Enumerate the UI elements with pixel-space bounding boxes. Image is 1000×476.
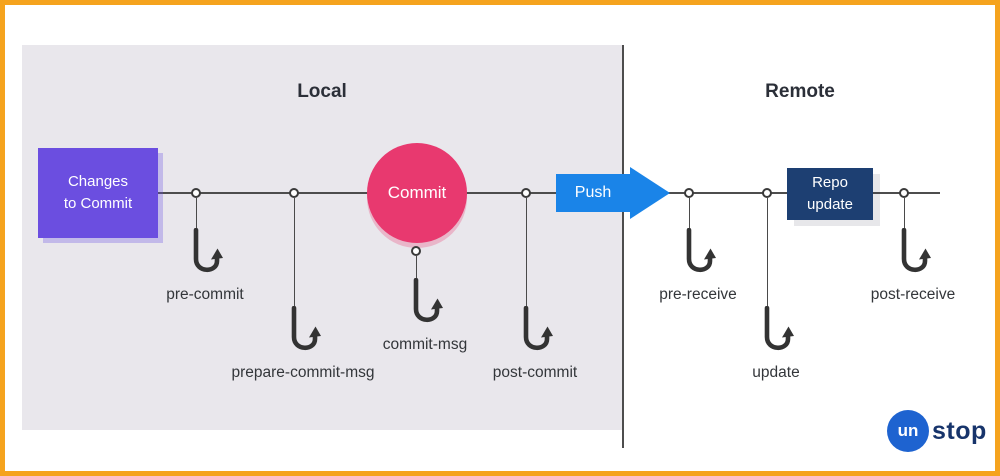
- fishhook-icon: [898, 228, 934, 278]
- fishhook-icon: [190, 228, 226, 278]
- push-label: Push: [556, 174, 630, 212]
- hook-attachment-dot: [521, 188, 531, 198]
- fishhook-icon: [683, 228, 719, 278]
- hook-line: [415, 256, 417, 280]
- hook-attachment-dot: [289, 188, 299, 198]
- fishhook-icon: [761, 306, 797, 356]
- local-title: Local: [297, 81, 347, 102]
- commit-label: Commit: [387, 183, 447, 202]
- hook-line: [766, 198, 768, 308]
- local-remote-divider: [622, 45, 624, 448]
- changes-to-commit-box: Changes to Commit: [38, 148, 158, 238]
- hook-label: update: [752, 364, 800, 381]
- unstop-logo-text: stop: [932, 416, 987, 445]
- hook-attachment-dot: [411, 246, 421, 256]
- hook-line: [293, 198, 295, 308]
- hook-label: post-receive: [870, 286, 956, 303]
- hook-attachment-dot: [762, 188, 772, 198]
- timeline-line: [157, 192, 940, 194]
- fishhook-icon: [288, 306, 324, 356]
- hook-line: [688, 198, 690, 230]
- remote-title: Remote: [765, 81, 835, 102]
- fishhook-icon: [520, 306, 556, 356]
- hook-line: [195, 198, 197, 230]
- unstop-logo-circle-icon: un: [887, 410, 929, 452]
- repo-update-label: Repo update: [807, 174, 853, 213]
- hook-label: pre-receive: [659, 286, 737, 303]
- hook-attachment-dot: [191, 188, 201, 198]
- fishhook-icon: [410, 278, 446, 328]
- unstop-logo-circle-text: un: [897, 421, 919, 440]
- hook-attachment-dot: [899, 188, 909, 198]
- hook-label: commit-msg: [382, 336, 468, 353]
- hook-line: [525, 198, 527, 308]
- changes-to-commit-label: Changes to Commit: [63, 172, 133, 213]
- repo-update-box: Repo update: [787, 168, 873, 220]
- hook-label: post-commit: [492, 364, 578, 381]
- push-arrow-head-icon: [630, 167, 670, 219]
- push-arrow: Push: [556, 167, 670, 219]
- hook-label: pre-commit: [166, 286, 244, 303]
- hook-attachment-dot: [684, 188, 694, 198]
- hook-label: prepare-commit-msg: [231, 364, 375, 381]
- hook-line: [903, 198, 905, 230]
- commit-circle: Commit: [367, 143, 467, 243]
- unstop-logo: un stop: [887, 410, 987, 452]
